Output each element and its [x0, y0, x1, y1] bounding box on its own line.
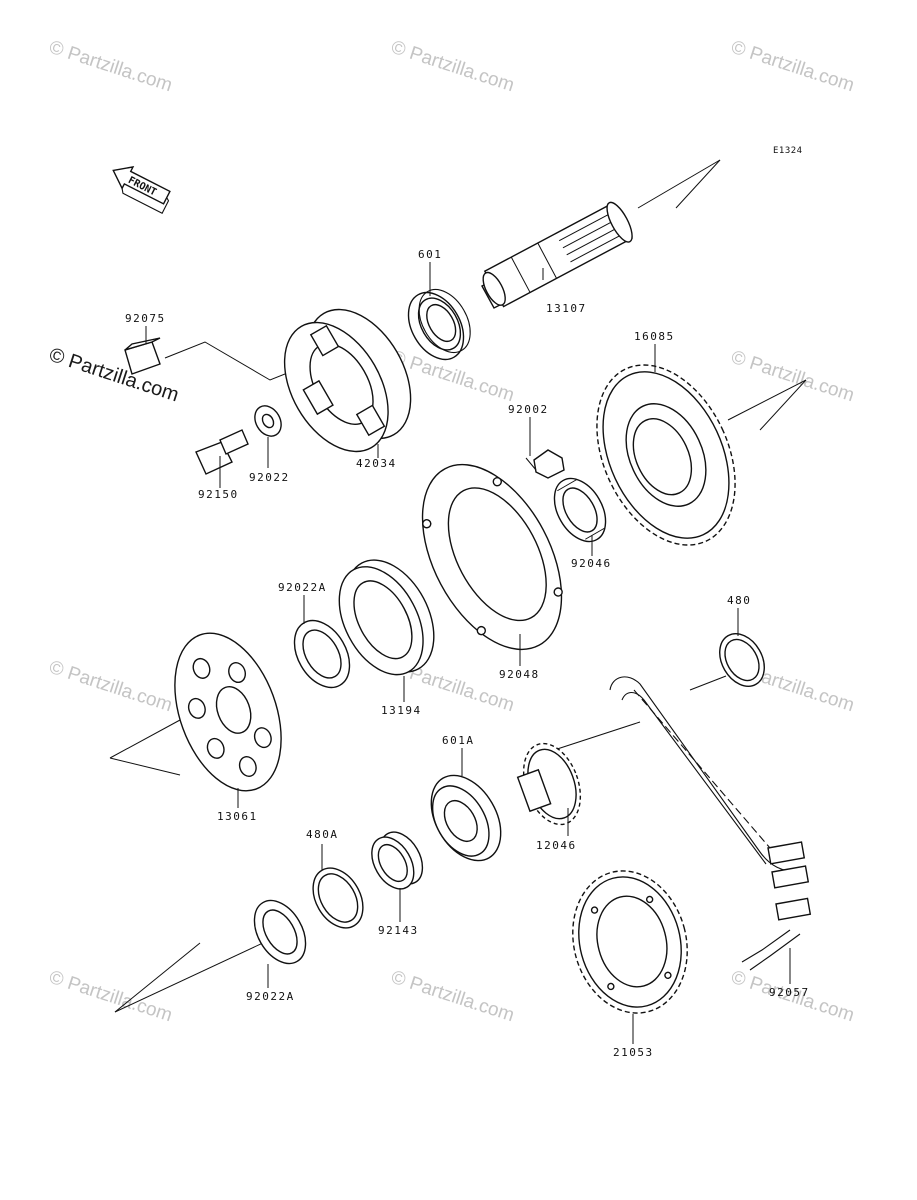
collar-92143: [371, 831, 424, 890]
sprocket-21053: [572, 870, 688, 1014]
part-label-92150: 92150: [198, 488, 239, 501]
bearing-601: [407, 289, 471, 361]
washer-92022: [254, 405, 282, 437]
part-label-92143: 92143: [378, 924, 419, 937]
bearing-601A: [430, 774, 502, 862]
leader-lines: [145, 262, 791, 1044]
part-labels: 601 13107 92075 16085 92002 42034 92022 …: [125, 248, 810, 1059]
ring-13194: [338, 559, 435, 676]
axis-lines: [109, 159, 807, 1013]
part-label-92048: 92048: [499, 668, 540, 681]
part-label-480A: 480A: [306, 828, 339, 841]
washer-92022A-top: [293, 619, 351, 689]
part-label-13107: 13107: [546, 302, 587, 315]
part-label-92046: 92046: [571, 557, 612, 570]
part-label-480: 480: [727, 594, 751, 607]
clutch-housing-42034: [283, 308, 412, 453]
watermark: © Partzilla.com: [388, 37, 516, 97]
part-92075: [124, 337, 161, 375]
chain-92057: [609, 676, 812, 971]
front-arrow: FRONT: [112, 166, 171, 214]
watermark: © Partzilla.com: [46, 967, 174, 1027]
bolt-92150: [195, 429, 249, 475]
part-label-92057: 92057: [769, 986, 810, 999]
part-label-21053: 21053: [613, 1046, 654, 1059]
part-label-92002: 92002: [508, 403, 549, 416]
watermark: © Partzilla.com: [728, 347, 856, 407]
part-label-42034: 42034: [356, 457, 397, 470]
watermark-prominent: © Partzilla.com: [46, 344, 181, 407]
watermark: © Partzilla.com: [728, 37, 856, 97]
part-label-13194: 13194: [381, 704, 422, 717]
shaft-13107: [481, 201, 633, 309]
sprocket-12046: [516, 742, 582, 826]
gear-16085: [596, 364, 736, 546]
circlip-480A: [312, 867, 364, 929]
part-label-601: 601: [418, 248, 442, 261]
part-label-13061: 13061: [217, 810, 258, 823]
needle-bearing-92046: [553, 477, 607, 543]
part-label-12046: 12046: [536, 839, 577, 852]
watermark: © Partzilla.com: [388, 967, 516, 1027]
part-label-601A: 601A: [442, 734, 475, 747]
diagram-code: E1324: [773, 146, 803, 156]
circlip-480: [719, 633, 765, 687]
plate-92048: [421, 463, 563, 651]
part-label-92022A: 92022A: [278, 581, 327, 594]
watermark: © Partzilla.com: [46, 657, 174, 717]
washer-92022A-bottom: [253, 899, 307, 965]
watermark: © Partzilla.com: [46, 37, 174, 97]
bolt-92002: [525, 449, 565, 479]
part-label-92022A-bottom: 92022A: [246, 990, 295, 1003]
hub-13061: [174, 632, 282, 792]
part-label-92075: 92075: [125, 312, 166, 325]
part-label-92022: 92022: [249, 471, 290, 484]
part-label-16085: 16085: [634, 330, 675, 343]
